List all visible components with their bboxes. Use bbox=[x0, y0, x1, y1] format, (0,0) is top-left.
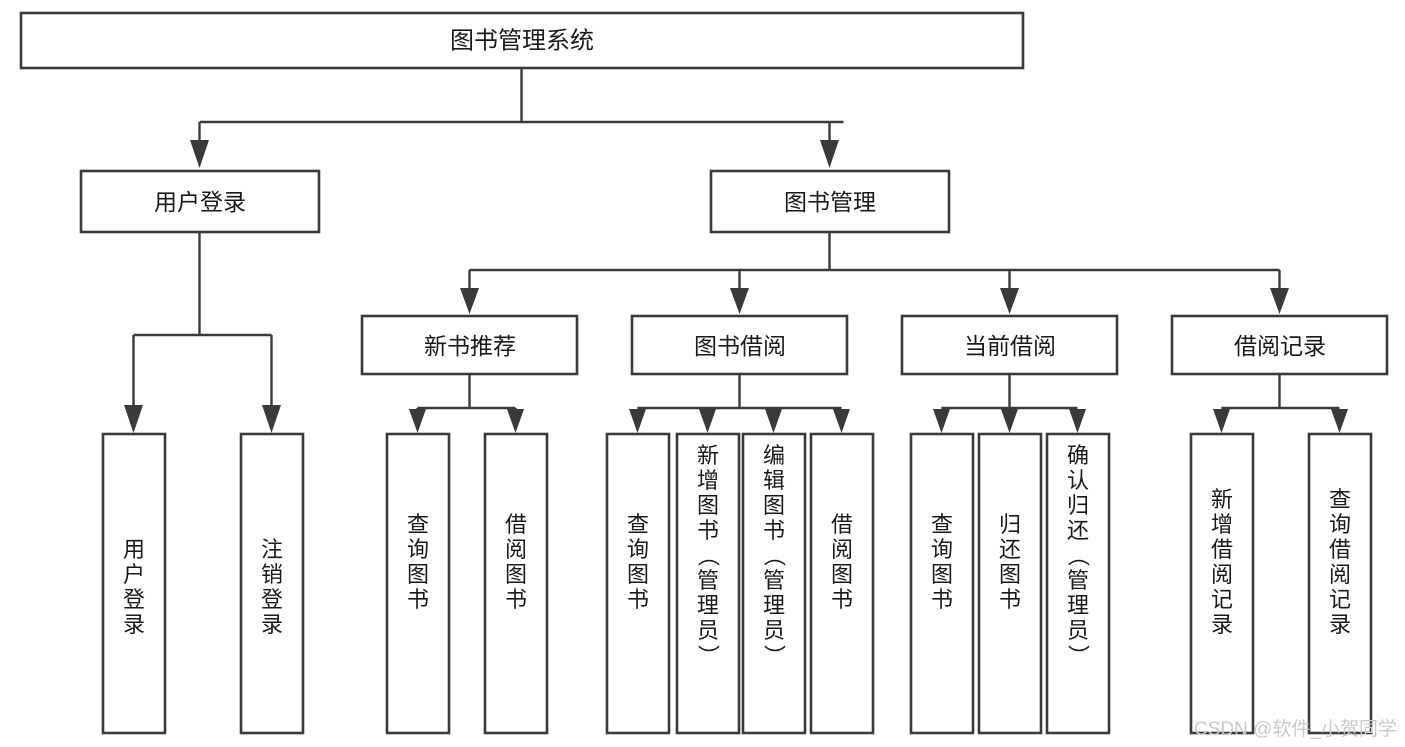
arrow-head-leaf-add-book-admin bbox=[699, 409, 716, 433]
node-borrow-record-box[interactable] bbox=[1170, 314, 1389, 376]
arrow-head-user-login bbox=[190, 140, 209, 168]
arrow-head-leaf-query-book-3 bbox=[933, 409, 950, 433]
node-book-management-label: 图书管理 bbox=[784, 189, 876, 215]
node-book-management[interactable]: 图书管理 bbox=[709, 169, 951, 234]
arrow-head-book-management bbox=[820, 140, 839, 168]
node-new-book-recommend-box[interactable] bbox=[360, 314, 579, 376]
leaf-return-book-box[interactable] bbox=[977, 432, 1043, 735]
node-book-management-box[interactable] bbox=[709, 169, 951, 234]
leaf-query-book-2-box[interactable] bbox=[605, 432, 671, 735]
node-user-login[interactable]: 用户登录 bbox=[79, 169, 321, 234]
node-book-borrow-box[interactable] bbox=[630, 314, 849, 376]
node-current-borrow-box[interactable] bbox=[900, 314, 1119, 376]
leaf-borrow-book-2-box[interactable] bbox=[809, 432, 875, 735]
connectors-layer bbox=[124, 68, 1348, 433]
arrow-head-leaf-query-book-2 bbox=[629, 409, 646, 433]
arrow-head-leaf-confirm-return-admin bbox=[1069, 409, 1086, 433]
arrow-head-new-book-recommend bbox=[460, 288, 479, 314]
arrow-head-leaf-return-book bbox=[1001, 409, 1018, 433]
arrow-head-leaf-logout-login bbox=[262, 405, 281, 433]
arrow-head-leaf-user-login bbox=[124, 405, 143, 433]
node-user-login-box[interactable] bbox=[79, 169, 321, 234]
leaf-borrow-book-1-box[interactable] bbox=[483, 432, 549, 735]
node-current-borrow[interactable]: 当前借阅 bbox=[900, 314, 1119, 376]
node-new-book-recommend[interactable]: 新书推荐 bbox=[360, 314, 579, 376]
leaf-confirm-return-admin-box[interactable] bbox=[1045, 432, 1111, 735]
node-borrow-record-label: 借阅记录 bbox=[1234, 333, 1326, 359]
node-new-book-recommend-label: 新书推荐 bbox=[424, 333, 516, 359]
node-book-borrow-label: 图书借阅 bbox=[694, 333, 786, 359]
leaf-query-book-3-box[interactable] bbox=[909, 432, 975, 735]
arrow-head-leaf-edit-book-admin bbox=[765, 409, 782, 433]
arrow-head-leaf-query-borrow-record bbox=[1331, 409, 1348, 433]
arrow-head-leaf-borrow-book-1 bbox=[507, 409, 524, 433]
node-current-borrow-label: 当前借阅 bbox=[964, 333, 1056, 359]
leaf-edit-book-admin-box[interactable] bbox=[741, 432, 807, 735]
leaf-add-borrow-record-box[interactable] bbox=[1189, 432, 1255, 735]
arrow-head-leaf-add-borrow-record bbox=[1213, 409, 1230, 433]
node-root-box[interactable] bbox=[19, 11, 1025, 70]
leaf-logout-login-box[interactable] bbox=[239, 432, 305, 735]
arrow-head-leaf-borrow-book-2 bbox=[833, 409, 850, 433]
csdn-watermark: CSDN @软件_小贺同学 bbox=[1194, 719, 1397, 740]
leaf-query-book-1-box[interactable] bbox=[385, 432, 451, 735]
arrow-head-borrow-record bbox=[1270, 288, 1289, 314]
arrow-head-leaf-query-book-1 bbox=[409, 409, 426, 433]
leaf-user-login-box[interactable] bbox=[101, 432, 167, 735]
leaf-add-book-admin-box[interactable] bbox=[675, 432, 741, 735]
leaf-query-borrow-record-box[interactable] bbox=[1307, 432, 1373, 735]
node-root[interactable]: 图书管理系统 bbox=[19, 11, 1025, 70]
arrow-head-book-borrow bbox=[730, 288, 749, 314]
node-book-borrow[interactable]: 图书借阅 bbox=[630, 314, 849, 376]
node-borrow-record[interactable]: 借阅记录 bbox=[1170, 314, 1389, 376]
node-root-label: 图书管理系统 bbox=[450, 28, 594, 55]
leaf-boxes-layer bbox=[101, 432, 1373, 735]
node-user-login-label: 用户登录 bbox=[154, 189, 246, 215]
arrow-head-current-borrow bbox=[1000, 288, 1019, 314]
